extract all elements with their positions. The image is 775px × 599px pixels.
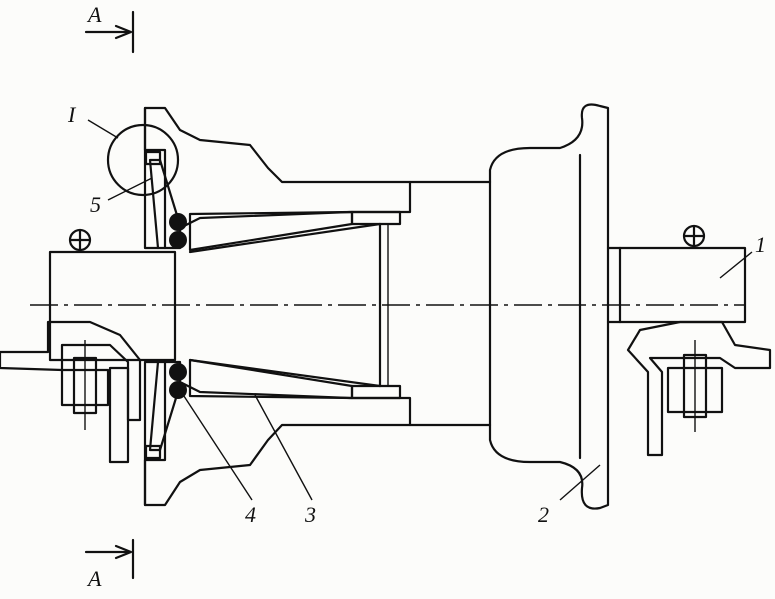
callout-detail: I (67, 102, 77, 127)
callout-5: 5 (90, 177, 153, 217)
callout-3: 3 (254, 394, 316, 527)
callout-part-5: 5 (90, 192, 101, 217)
callout-part-2: 2 (538, 502, 549, 527)
section-marker-top: A (84, 2, 135, 54)
wheel (488, 103, 622, 510)
section-marker-bottom: A (84, 538, 135, 591)
section-label-top: A (86, 2, 102, 27)
right-shaft (618, 246, 747, 324)
inner-bore (188, 180, 492, 427)
marker-symbol-left (68, 228, 92, 252)
left-bracket (0, 320, 142, 464)
section-label-bottom: A (86, 566, 102, 591)
callout-part-1: 1 (755, 232, 766, 257)
callout-part-4: 4 (245, 502, 256, 527)
hub-housing (143, 106, 412, 507)
callout-1: 1 (719, 232, 766, 279)
callout-4: 4 (179, 389, 256, 527)
right-bracket (626, 320, 772, 457)
seal-rings (169, 213, 187, 399)
callout-part-3: 3 (304, 502, 316, 527)
spring-washer (144, 150, 182, 460)
left-shaft (48, 250, 177, 362)
callout-2: 2 (538, 464, 601, 527)
marker-symbol-right (682, 224, 706, 248)
detail-circle: I (67, 102, 180, 197)
liner-bushing (188, 210, 402, 400)
